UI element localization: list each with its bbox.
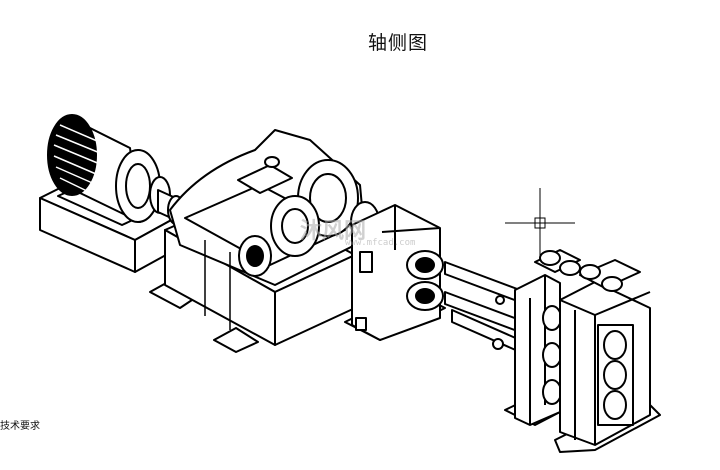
watermark: 沐风网 — [300, 219, 367, 244]
drawing-title: 轴侧图 — [368, 32, 429, 54]
mill-stand-2 — [554, 259, 661, 453]
mill-stand-1 — [504, 249, 581, 426]
pinion-stand — [344, 204, 446, 341]
electric-motor — [47, 114, 171, 223]
connecting-spindles — [444, 261, 521, 353]
watermark-url: www.mfcad.com — [345, 238, 416, 248]
gearbox — [149, 129, 366, 353]
crosshair-cursor — [505, 188, 575, 258]
technical-requirements-label: 技术要求 — [0, 421, 40, 432]
